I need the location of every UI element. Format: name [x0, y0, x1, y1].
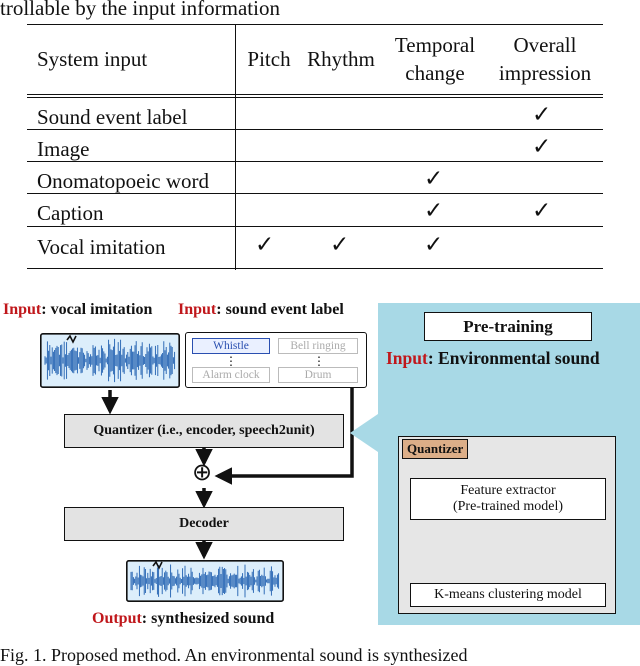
header-overall-line2: impression — [498, 61, 592, 85]
label-input-event: Input: sound event label — [178, 301, 344, 319]
input-word: Input — [3, 301, 42, 318]
vocal-imitation-label: : vocal imitation — [41, 301, 153, 318]
table-bottom-rule — [27, 268, 603, 269]
table-row-rule — [27, 226, 603, 227]
check-mark-rhythm: ✓ — [330, 232, 350, 258]
check-mark-pitch: ✓ — [255, 232, 275, 258]
table-row-label: Sound event label — [37, 105, 188, 129]
table-top-rule — [27, 24, 603, 25]
callout-wedge — [350, 414, 378, 452]
check-mark-overall: ✓ — [532, 198, 552, 224]
table-row-label: Onomatopoeic word — [37, 169, 210, 193]
check-mark-temporal: ✓ — [424, 232, 444, 258]
input-word: Input — [178, 301, 217, 318]
header-system-input: System input — [37, 47, 148, 71]
caption-bottom: Fig. 1. Proposed method. An environmenta… — [0, 645, 468, 665]
quantizer-tag: Quantizer — [402, 439, 469, 459]
quantizer-box: Quantizer (i.e., encoder, speech2unit) — [64, 414, 344, 448]
table-row-label: Caption — [37, 201, 104, 225]
check-mark-temporal: ✓ — [424, 166, 444, 192]
waveform-trace — [130, 564, 280, 598]
feature-extractor-box: Feature extractor (Pre-trained model) — [410, 478, 606, 520]
table-row-rule — [27, 193, 603, 194]
label-output: Output: synthesized sound — [92, 610, 274, 628]
waveform-squiggle-icon — [152, 560, 163, 570]
table-header-rule — [27, 94, 603, 95]
chip-whistle[interactable]: Whistle — [192, 338, 270, 354]
table-header-rule-double — [27, 97, 603, 98]
input-control-table: System input Pitch Rhythm Temporal chang… — [27, 24, 603, 270]
label-input-vocal: Input: vocal imitation — [3, 301, 152, 319]
check-mark-temporal: ✓ — [424, 198, 444, 224]
waveform-synthesized-output — [126, 560, 284, 602]
arrow-label-to-plus — [214, 388, 354, 485]
chip-drum[interactable]: Drum — [278, 367, 358, 383]
table-row-label: Image — [37, 137, 90, 161]
header-temporal-line2: change — [405, 61, 465, 85]
event-label-text: : sound event label — [216, 301, 344, 318]
chip-dots-left: ⋮ — [225, 353, 237, 368]
header-pitch: Pitch — [247, 47, 291, 71]
label-input-environmental: Input: Environmental sound — [386, 348, 600, 369]
check-mark-overall: ✓ — [532, 102, 552, 128]
input-word: Input — [386, 348, 428, 368]
feature-extractor-line1: Feature extractor — [460, 483, 556, 498]
decoder-box: Decoder — [64, 507, 344, 541]
synthesized-sound-label: : synthesized sound — [141, 610, 275, 627]
header-rhythm: Rhythm — [307, 47, 375, 71]
caption-top: trollable by the input information — [0, 0, 280, 20]
waveform-vocal-input — [40, 333, 180, 388]
event-label-panel: Whistle Bell ringing ⋮ ⋮ Alarm clock Dru… — [185, 332, 367, 388]
kmeans-box: K-means clustering model — [410, 583, 606, 607]
plus-operator: ⊕ — [192, 458, 213, 486]
table-row-rule — [27, 129, 603, 130]
output-word: Output — [92, 610, 142, 627]
environmental-sound-label: : Environmental sound — [427, 348, 600, 368]
chip-dots-right: ⋮ — [313, 353, 325, 368]
table-row-rule — [27, 161, 603, 162]
header-overall-line1: Overall — [513, 33, 577, 57]
feature-extractor-line2: (Pre-trained model) — [452, 499, 563, 514]
chip-alarm-clock[interactable]: Alarm clock — [192, 367, 270, 383]
waveform-trace — [44, 338, 176, 383]
chip-bell-ringing[interactable]: Bell ringing — [278, 338, 358, 354]
pretraining-title: Pre-training — [424, 312, 592, 341]
check-mark-overall: ✓ — [532, 134, 552, 160]
table-column-divider — [235, 24, 236, 270]
header-temporal-line1: Temporal — [394, 33, 476, 57]
waveform-squiggle-icon — [66, 334, 77, 344]
table-row-label: Vocal imitation — [37, 235, 166, 259]
